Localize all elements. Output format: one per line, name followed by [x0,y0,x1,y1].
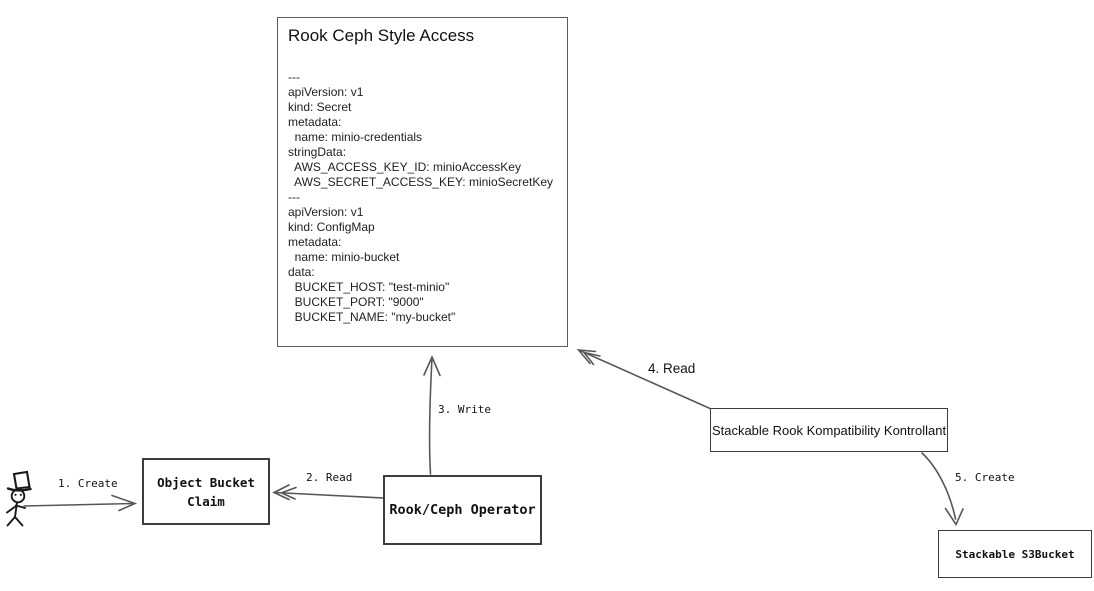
edge-label-2-read: 2. Read [306,471,353,484]
arrow-5-create [921,452,964,527]
node-stackable-rook-kompatibility-kontrollant: Stackable Rook Kompatibility Kontrollant [710,408,948,452]
arrow-4-read [576,349,711,410]
node-object-bucket-claim-label: Object Bucket Claim [157,474,255,509]
edge-label-5-create: 5. Create [955,471,1015,484]
node-rook-ceph-style-access-title: Rook Ceph Style Access [288,26,475,45]
node-rook-ceph-operator: Rook/Ceph Operator [383,475,542,545]
node-stackable-s3bucket-label: Stackable S3Bucket [955,547,1075,561]
node-stackable-s3bucket: Stackable S3Bucket [938,530,1092,578]
edge-label-3-write: 3. Write [438,403,491,416]
arrow-2-read [272,484,384,501]
arrow-3-write [423,355,441,475]
stick-figure-user-icon [6,470,32,527]
arrow-1-create [23,494,138,512]
edge-label-1-create: 1. Create [58,477,118,490]
node-rook-ceph-style-access: Rook Ceph Style Access ---apiVersion: v1… [277,17,568,347]
node-object-bucket-claim: Object Bucket Claim [142,458,270,525]
node-stackable-rook-kompatibility-kontrollant-label: Stackable Rook Kompatibility Kontrollant [711,422,947,438]
edge-label-4-read: 4. Read [648,361,696,376]
node-rook-ceph-operator-label: Rook/Ceph Operator [389,502,536,518]
